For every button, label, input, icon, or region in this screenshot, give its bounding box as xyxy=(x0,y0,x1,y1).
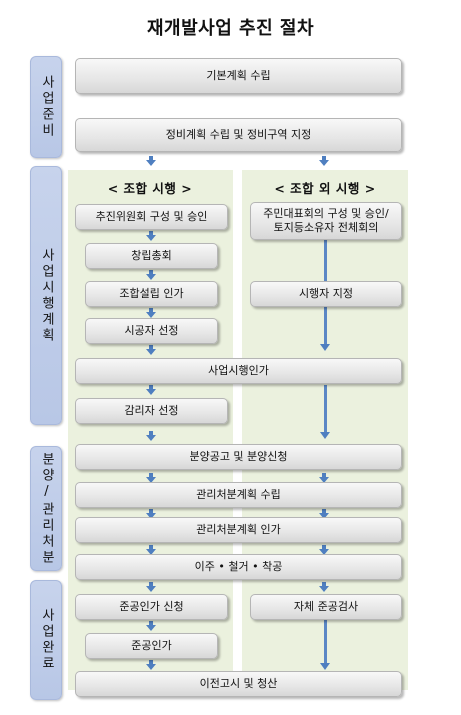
down-arrow-icon xyxy=(146,308,156,318)
phase-done-text: 사업완료 xyxy=(39,608,54,672)
phase-plan-text: 사업시행계획 xyxy=(39,247,54,344)
step-disposal-approval: 관리처분계획 인가 xyxy=(75,517,402,543)
down-arrow-icon xyxy=(146,621,156,631)
down-arrow-icon xyxy=(146,660,156,670)
down-arrow-icon xyxy=(146,509,156,519)
down-arrow-icon xyxy=(146,345,156,355)
step-completion-approval: 준공인가 xyxy=(85,633,218,659)
down-arrow-icon xyxy=(146,385,156,395)
step-transfer: 이전고시 및 청산 xyxy=(75,671,402,697)
down-arrow-icon xyxy=(319,582,329,592)
long-arrow-shaft-3 xyxy=(324,620,327,663)
step-committee: 추진위원회 구성 및 승인 xyxy=(75,204,228,230)
phase-prep-text: 사업준비 xyxy=(39,75,54,139)
step-zone-plan: 정비계획 수립 및 정비구역 지정 xyxy=(75,118,402,152)
phase-plan-label: 사업시행계획 xyxy=(30,166,62,425)
non-union-header: < 조합 외 시행 > xyxy=(274,181,376,196)
step-general-meeting: 창립총회 xyxy=(85,243,218,269)
step-project-approval: 사업시행인가 xyxy=(75,358,402,384)
long-arrow-head-2 xyxy=(320,432,330,439)
step-basic-plan: 기본계획 수립 xyxy=(75,58,402,94)
residents-meeting-line-1: 주민대표회의 구성 및 승인/ xyxy=(263,207,389,220)
phase-done-label: 사업완료 xyxy=(30,580,62,700)
down-arrow-icon xyxy=(146,231,156,241)
step-relocation: 이주 • 철거 • 착공 xyxy=(75,554,402,580)
step-completion-self: 자체 준공검사 xyxy=(250,594,402,620)
step-union-approval: 조합설립 인가 xyxy=(85,281,218,307)
page-title: 재개발사업 추진 절차 xyxy=(146,18,315,39)
step-disposal-plan: 관리처분계획 수립 xyxy=(75,482,402,508)
down-arrow-icon xyxy=(319,545,329,555)
step-supervisor: 감리자 선정 xyxy=(75,398,228,424)
down-arrow-icon xyxy=(146,156,156,166)
down-arrow-icon xyxy=(146,431,156,441)
down-arrow-icon xyxy=(146,473,156,483)
down-arrow-icon xyxy=(319,509,329,519)
long-arrow-shaft-2 xyxy=(324,385,327,432)
phase-prep-label: 사업준비 xyxy=(30,56,62,158)
phase-sale-text: 분양/관리처분 xyxy=(39,451,54,566)
step-completion-union: 준공인가 신청 xyxy=(75,594,228,620)
down-arrow-icon xyxy=(146,545,156,555)
residents-meeting-line-2: 토지등소유자 전체회의 xyxy=(273,221,379,234)
step-operator: 시행자 지정 xyxy=(250,281,402,307)
long-arrow-head xyxy=(320,344,330,351)
down-arrow-icon xyxy=(319,156,329,166)
long-arrow-head-3 xyxy=(320,663,330,670)
step-sale-notice: 분양공고 및 분양신청 xyxy=(75,444,402,470)
step-contractor: 시공자 선정 xyxy=(85,318,218,344)
down-arrow-icon xyxy=(146,582,156,592)
step-residents-meeting: 주민대표회의 구성 및 승인/ 토지등소유자 전체회의 xyxy=(250,202,402,240)
union-header: < 조합 시행 > xyxy=(107,181,193,196)
down-arrow-icon xyxy=(146,270,156,280)
phase-sale-label: 분양/관리처분 xyxy=(30,446,62,571)
down-arrow-icon xyxy=(319,473,329,483)
